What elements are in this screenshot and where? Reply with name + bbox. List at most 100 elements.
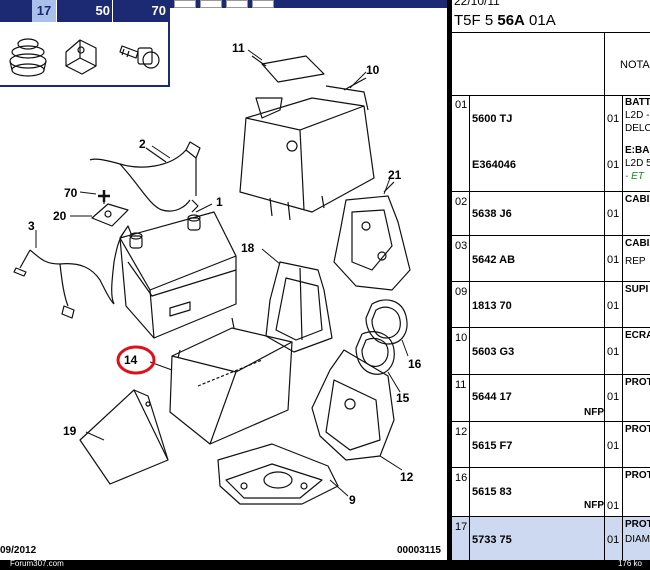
part-desc: DELC (625, 123, 650, 134)
exploded-diagram: 17 50 70 (0, 0, 447, 570)
part-desc: PROT (625, 424, 650, 435)
part-desc: PROT (625, 519, 650, 530)
bolt-thumb (119, 45, 160, 69)
row-number: 11 (455, 379, 467, 391)
code-prefix: T5F 5 (454, 12, 498, 29)
base-plate-19 (79, 389, 169, 485)
cover-plate-11 (261, 55, 325, 83)
callout-1[interactable]: 1 (216, 195, 223, 209)
diagram-code: 00003115 (397, 545, 441, 556)
callout-14[interactable]: 14 (124, 353, 138, 367)
support-18 (265, 261, 333, 353)
thumb-label: 50 (95, 3, 110, 18)
callout-9[interactable]: 9 (349, 493, 356, 507)
part-qty: 01 (607, 500, 620, 512)
callout-10[interactable]: 10 (366, 63, 380, 77)
panel-code: T5F 5 56A 01A (454, 12, 556, 29)
lower-support-9 (217, 443, 339, 505)
part-desc: DIAM (625, 534, 650, 545)
callout-15[interactable]: 15 (396, 391, 410, 405)
table-row[interactable]: 11 5644 17 01 NFP PROT (452, 375, 650, 422)
watermark: Forum307.com (10, 559, 64, 568)
callout-21[interactable]: 21 (388, 168, 402, 182)
part-desc: CABI (625, 194, 650, 205)
thumb-label: 70 (151, 3, 166, 18)
diagram-footer-bar: Forum307.com (0, 559, 447, 570)
toolbar-strip (168, 0, 447, 8)
part-ref[interactable]: 5638 J6 (472, 208, 512, 220)
toolbar-icon[interactable] (200, 0, 222, 8)
callout-12[interactable]: 12 (400, 470, 414, 484)
callout-16[interactable]: 16 (408, 357, 422, 371)
row-number: 10 (455, 332, 468, 344)
page-size: 176 ko (617, 559, 642, 568)
part-qty: 01 (607, 159, 620, 171)
parts-list-panel: 22/10/11 T5F 5 56A 01A NOTA 01 5600 TJ 0… (452, 0, 650, 570)
part-desc: SUPI (625, 284, 649, 295)
part-desc: ECRA (625, 330, 650, 341)
callout-19[interactable]: 19 (63, 424, 77, 438)
part-desc: - ET (625, 171, 644, 182)
toolbar-icon[interactable] (174, 0, 196, 8)
diagram-drawing (9, 38, 411, 505)
thumb-header-70[interactable]: 70 (112, 0, 169, 22)
thumb-header-17[interactable]: 17 (0, 0, 56, 22)
part-desc: PROT (625, 470, 650, 481)
row-number: 12 (455, 426, 468, 438)
part-desc: E:BA (625, 145, 650, 156)
panel-separator (447, 0, 452, 570)
part-ref[interactable]: 5644 17 (472, 391, 512, 403)
protection-12 (311, 349, 395, 461)
table-row-selected[interactable]: 17 5733 75 01 PROT DIAM (452, 517, 650, 562)
callout-3[interactable]: 3 (28, 219, 35, 233)
table-row[interactable]: 02 5638 J6 01 CABI (452, 192, 650, 236)
part-qty: 01 (607, 300, 620, 312)
thumb-label: 17 (32, 0, 56, 22)
diagram-date: 09/2012 (0, 545, 37, 556)
leader-lines (35, 49, 409, 497)
table-row[interactable]: 03 5642 AB 01 CABI REP (452, 236, 650, 282)
part-ref[interactable]: 5615 83 (472, 486, 512, 498)
table-row[interactable]: 01 5600 TJ 01 BATT L2D - DELC E364046 01… (452, 95, 650, 192)
callout-70[interactable]: 70 (64, 186, 78, 200)
part-desc: CABI (625, 238, 650, 249)
thumb-header-50[interactable]: 50 (56, 0, 113, 22)
part-ref[interactable]: 1813 70 (472, 300, 512, 312)
table-row[interactable]: 10 5603 G3 01 ECRA (452, 328, 650, 375)
part-ref[interactable]: E364046 (472, 159, 517, 171)
clamp-20 (91, 190, 129, 227)
toolbar-icon[interactable] (226, 0, 248, 8)
toolbar-icon[interactable] (252, 0, 274, 8)
gasket-16 (365, 299, 408, 345)
table-row[interactable]: 12 5615 F7 01 PROT (452, 422, 650, 468)
part-ref[interactable]: 5733 75 (472, 534, 512, 546)
callout-2[interactable]: 2 (139, 137, 146, 151)
part-desc: PROT (625, 377, 650, 388)
row-number: 02 (455, 196, 468, 208)
part-qty: 01 (607, 254, 620, 266)
panel-footer-bar: 176 ko (452, 559, 650, 570)
callout-11[interactable]: 11 (232, 41, 245, 55)
part-desc: L2D 5 (625, 158, 650, 169)
table-row[interactable]: 09 1813 70 01 SUPI (452, 282, 650, 328)
row-number: 01 (455, 99, 468, 111)
part-desc: REP (625, 256, 646, 267)
part-qty: 01 (607, 113, 620, 125)
part-qty: 01 (607, 440, 620, 452)
row-number: 09 (455, 286, 468, 298)
part-ref[interactable]: 5603 G3 (472, 346, 515, 358)
row-number: 17 (455, 521, 468, 533)
callout-18[interactable]: 18 (241, 241, 255, 255)
nota-label: NOTA (620, 59, 650, 71)
part-ref[interactable]: 5615 F7 (472, 440, 513, 452)
code-bold: 56A (497, 12, 525, 29)
part-ref[interactable]: 5600 TJ (472, 113, 513, 125)
part-qty: 01 (607, 534, 620, 546)
table-row[interactable]: 16 5615 83 01 NFP PROT (452, 468, 650, 517)
part-ref[interactable]: 5642 AB (472, 254, 516, 266)
callout-20[interactable]: 20 (53, 209, 67, 223)
panel-date: 22/10/11 (454, 0, 500, 8)
cable-3 (13, 225, 133, 319)
battery-1 (119, 211, 237, 339)
nota-header: NOTA (452, 32, 650, 96)
